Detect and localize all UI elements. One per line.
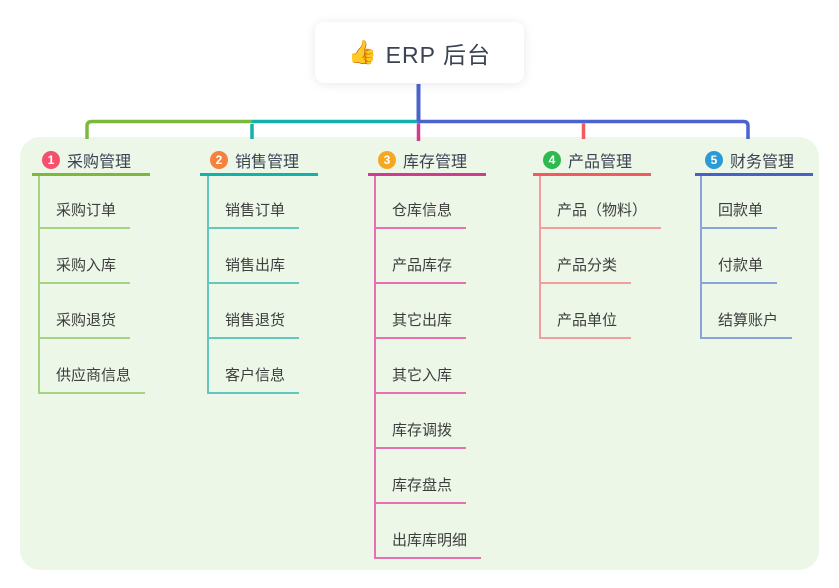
branch-number-badge: 1 (42, 150, 60, 169)
branch-header-finance[interactable]: 5 财务管理 (695, 146, 813, 176)
child-node[interactable]: 销售订单 (209, 176, 300, 229)
child-node[interactable]: 库存调拨 (376, 394, 467, 449)
child-node[interactable]: 库存盘点 (376, 449, 467, 504)
root-node-label: ERP 后台 (385, 41, 491, 68)
child-node[interactable]: 销售退货 (209, 284, 300, 339)
child-node[interactable]: 客户信息 (209, 339, 300, 394)
branch-children-procurement: 采购订单 采购入库 采购退货 供应商信息 (38, 176, 146, 394)
root-node[interactable]: 👍 ERP 后台 (315, 22, 524, 83)
child-node[interactable]: 供应商信息 (40, 339, 146, 394)
branch-header-procurement[interactable]: 1 采购管理 (32, 146, 150, 176)
child-node[interactable]: 采购退货 (40, 284, 131, 339)
child-node[interactable]: 销售出库 (209, 229, 300, 284)
branch-label: 财务管理 (730, 153, 795, 171)
branch-children-product: 产品（物料） 产品分类 产品单位 (539, 176, 662, 339)
child-node[interactable]: 采购订单 (40, 176, 131, 229)
branches-panel (20, 137, 819, 570)
branch-label: 产品管理 (568, 153, 633, 171)
branch-children-inventory: 仓库信息 产品库存 其它出库 其它入库 库存调拨 库存盘点 出库库明细 (374, 176, 482, 559)
branch-header-inventory[interactable]: 3 库存管理 (368, 146, 486, 176)
branch-label: 采购管理 (67, 153, 132, 171)
branch-number-badge: 4 (543, 150, 561, 169)
child-node[interactable]: 结算账户 (702, 284, 793, 339)
thumbs-up-icon: 👍 (348, 39, 377, 65)
child-node[interactable]: 产品分类 (541, 229, 632, 284)
child-node[interactable]: 产品库存 (376, 229, 467, 284)
child-node[interactable]: 仓库信息 (376, 176, 467, 229)
branch-number-badge: 2 (210, 150, 228, 169)
branch-number-badge: 3 (378, 150, 396, 169)
branch-number-badge: 5 (705, 150, 723, 169)
branch-children-sales: 销售订单 销售出库 销售退货 客户信息 (207, 176, 300, 394)
branch-label: 库存管理 (403, 153, 468, 171)
branch-label: 销售管理 (235, 153, 300, 171)
child-node[interactable]: 其它出库 (376, 284, 467, 339)
child-node[interactable]: 出库库明细 (376, 504, 482, 559)
child-node[interactable]: 采购入库 (40, 229, 131, 284)
child-node[interactable]: 其它入库 (376, 339, 467, 394)
branch-header-product[interactable]: 4 产品管理 (533, 146, 651, 176)
branch-header-sales[interactable]: 2 销售管理 (200, 146, 318, 176)
branch-children-finance: 回款单 付款单 结算账户 (700, 176, 793, 339)
child-node[interactable]: 产品（物料） (541, 176, 662, 229)
child-node[interactable]: 付款单 (702, 229, 778, 284)
child-node[interactable]: 回款单 (702, 176, 778, 229)
child-node[interactable]: 产品单位 (541, 284, 632, 339)
